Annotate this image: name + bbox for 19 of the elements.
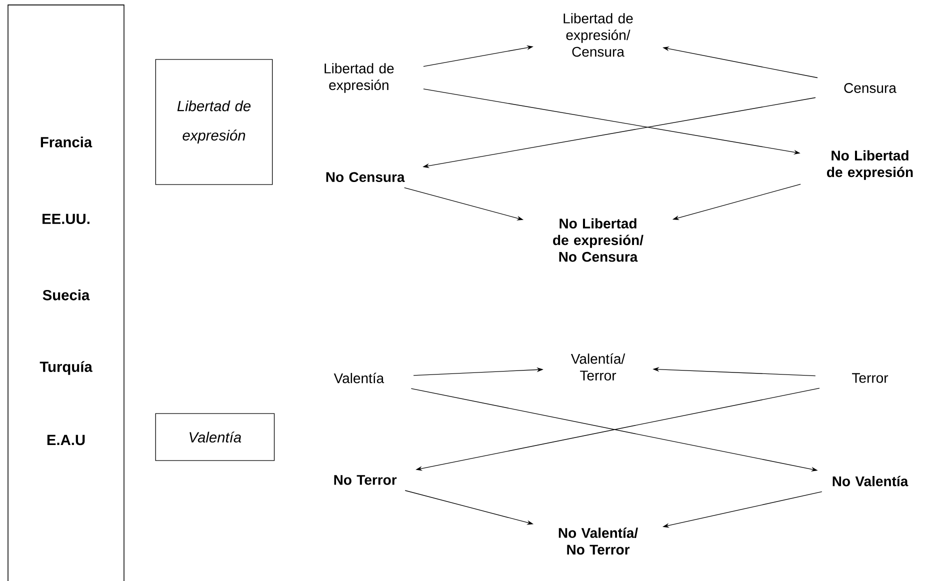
concept-label: No Terror	[334, 475, 397, 485]
country-label: Suecia	[42, 290, 90, 300]
concept-label: Libertad de expresión/ Censura	[564, 13, 633, 57]
concept-label: Valentía/ Terror	[570, 353, 626, 380]
concept-label: Libertad de expresión	[324, 63, 394, 93]
country-label: E.A.U	[47, 434, 85, 446]
concept-label: No Censura	[326, 172, 405, 182]
concept-label: No Libertad de expresión/ No Censura	[553, 218, 644, 262]
concept-label: No Valentía/ No Terror	[558, 528, 638, 555]
country-label: EE.UU.	[42, 214, 90, 224]
country-label: Francia	[40, 136, 92, 148]
concept-label: Terror	[852, 373, 888, 383]
concept-label: Censura	[844, 83, 896, 93]
concept-box: Libertad de expresión	[155, 59, 273, 185]
country-label: Turquía	[40, 361, 92, 375]
concept-label: Valentía	[334, 372, 384, 384]
concept-label: No Libertad de expresión	[827, 150, 913, 180]
concept-box: Valentía	[155, 413, 275, 461]
concept-label: No Valentía	[832, 476, 908, 486]
